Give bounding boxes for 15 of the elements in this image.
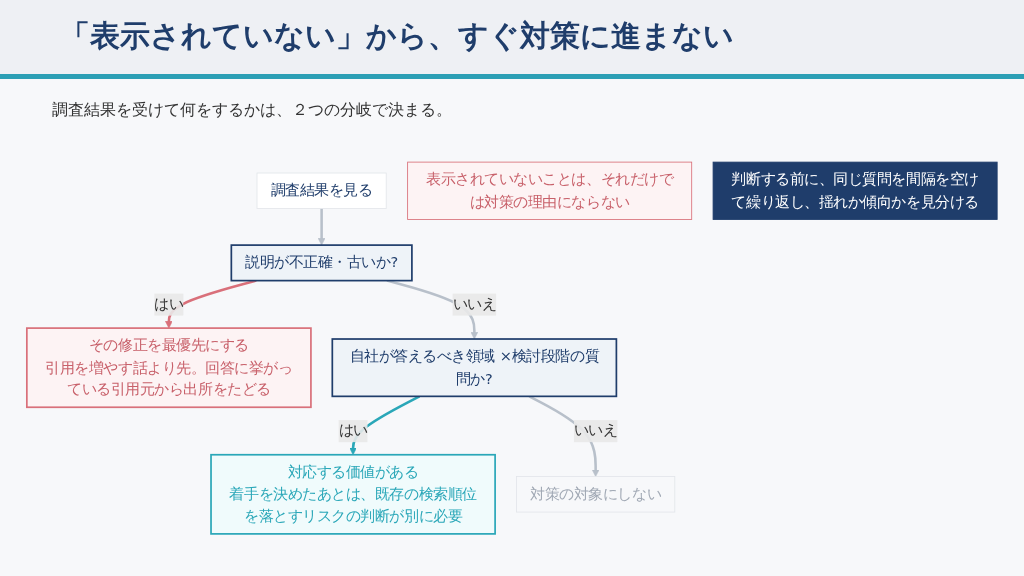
node-box: 対応する価値がある 着手を決めたあとは、既存の検索順位を落とすリスクの判断が別に必要 xyxy=(210,453,496,535)
edge-label: いいえ xyxy=(573,421,618,439)
node-box: 説明が不正確・古いか? xyxy=(230,244,413,282)
slide-title: 「表示されていない」から、すぐ対策に進まない xyxy=(60,17,734,55)
node-box: その修正を最優先にする 引用を増やす話より先。回答に挙がっている引用元から出所をたどる xyxy=(26,327,312,409)
edge-label: はい xyxy=(154,295,184,313)
node-box: 判断する前に、同じ質問を間隔を空けて繰り返し、揺れか傾向かを見分ける xyxy=(712,161,998,220)
node-box: 対策の対象にしない xyxy=(516,476,676,513)
edge-label: はい xyxy=(338,421,368,439)
node-box: 自社が答えるべき領域 ×検討段階の質問か? xyxy=(331,338,618,398)
subtitle-text: 調査結果を受けて何をするかは、２つの分岐で決まる。 xyxy=(52,100,452,121)
edge-label: いいえ xyxy=(452,295,497,313)
arrow xyxy=(317,208,326,246)
node-box: 調査結果を見る xyxy=(256,172,387,209)
node-box: 表示されていないことは、それだけでは対策の理由にならない xyxy=(407,161,693,220)
